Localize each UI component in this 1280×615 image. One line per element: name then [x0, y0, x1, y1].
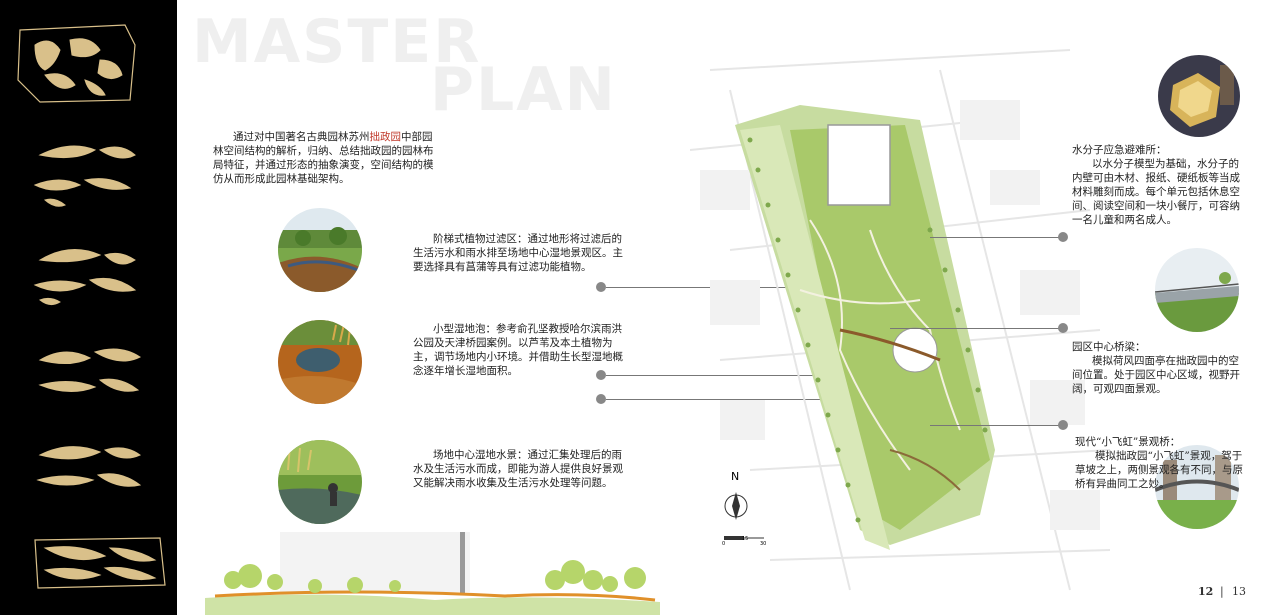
callout-line-4	[930, 237, 1060, 238]
north-arrow-icon	[724, 492, 764, 540]
photo-water-molecule-shelter	[1158, 55, 1240, 137]
callout-line-6	[930, 425, 1060, 426]
water-feature-image	[278, 440, 362, 524]
callout-dot-6	[1058, 420, 1068, 430]
photo-stepped-planting	[278, 208, 362, 292]
right-item-title: 水分子应急避难所：	[1072, 144, 1167, 156]
callout-dot-4	[1058, 232, 1068, 242]
north-label: N	[731, 470, 740, 483]
right-item-body: 模拟荷风四面亭在拙政园中的空间位置。处于园区中心区域，视野开阔，可观四面景观。	[1072, 355, 1240, 395]
page-number-right: 13	[1232, 585, 1246, 598]
wetland-pond-image	[278, 320, 362, 404]
page-separator: |	[1220, 585, 1224, 598]
right-item-body: 模拟拙政园“小飞虹”景观，驾于草坡之上，两侧景观各有不同，与原桥有异曲同工之妙。	[1075, 450, 1243, 490]
photo-water-feature	[278, 440, 362, 524]
stepped-planting-image	[278, 208, 362, 292]
photo-central-bridge	[1155, 248, 1239, 332]
callout-line-5	[890, 328, 1060, 329]
callout-dot-5	[1058, 323, 1068, 333]
callout-dot-3	[596, 394, 606, 404]
scale-label-0: 0	[722, 541, 726, 547]
right-item-body: 以水分子模型为基础，水分子的内壁可由木材、报纸、硬纸板等当成材料雕刻而成。每个单…	[1072, 158, 1240, 226]
item-text-water-feature: 场地中心湿地水景：通过汇集处理后的雨水及生活污水而成，即能为游人提供良好景观又能…	[413, 449, 623, 489]
intro-text-post: 中部园林空间结构的解析，归纳、总结拙政园的园林布局特征，并通过形态的抽象演变，空…	[213, 131, 434, 185]
left-sidebar	[0, 0, 177, 615]
title-master: MASTER	[192, 7, 482, 77]
item-text-filtration: 阶梯式植物过滤区：通过地形将过滤后的生活污水和雨水排至场地中心湿地景观区。主要选…	[413, 233, 623, 273]
garden-abstraction-diagram	[17, 24, 166, 589]
scale-label-15: 15	[742, 536, 749, 542]
intro-paragraph: 通过对中国著名古典园林苏州拙政园中部园林空间结构的解析，归纳、总结拙政园的园林布…	[213, 130, 435, 186]
site-section-elevation	[205, 532, 660, 615]
item-text-wetland: 小型湿地泡：参考俞孔坚教授哈尔滨雨洪公园及天津桥园案例。以芦苇及本土植物为主，调…	[413, 323, 623, 377]
callout-line-2	[606, 375, 906, 376]
water-molecule-image	[1158, 55, 1240, 137]
right-item-rainbow-bridge: 现代“小飞虹”景观桥： 模拟拙政园“小飞虹”景观，驾于草坡之上，两侧景观各有不同…	[1075, 435, 1247, 491]
right-item-water-molecule: 水分子应急避难所： 以水分子模型为基础，水分子的内壁可由木材、报纸、硬纸板等当成…	[1072, 143, 1247, 227]
scale-label-30: 30	[760, 541, 767, 547]
callout-line-3	[606, 399, 916, 400]
callout-dot-2	[596, 370, 606, 380]
title-plan: PLAN	[430, 55, 617, 125]
master-plan-drawing	[690, 49, 1110, 591]
intro-highlight: 拙政园	[369, 131, 402, 143]
right-item-central-bridge: 园区中心桥梁： 模拟荷风四面亭在拙政园中的空间位置。处于园区中心区域，视野开阔，…	[1072, 340, 1244, 396]
callout-dot-1	[596, 282, 606, 292]
right-item-title: 园区中心桥梁：	[1072, 341, 1146, 353]
page-number-left: 12	[1198, 585, 1214, 598]
right-item-title: 现代“小飞虹”景观桥：	[1075, 436, 1181, 448]
central-bridge-image	[1155, 248, 1239, 332]
photo-wetland-pond	[278, 320, 362, 404]
intro-text-pre: 通过对中国著名古典园林苏州	[233, 131, 370, 143]
